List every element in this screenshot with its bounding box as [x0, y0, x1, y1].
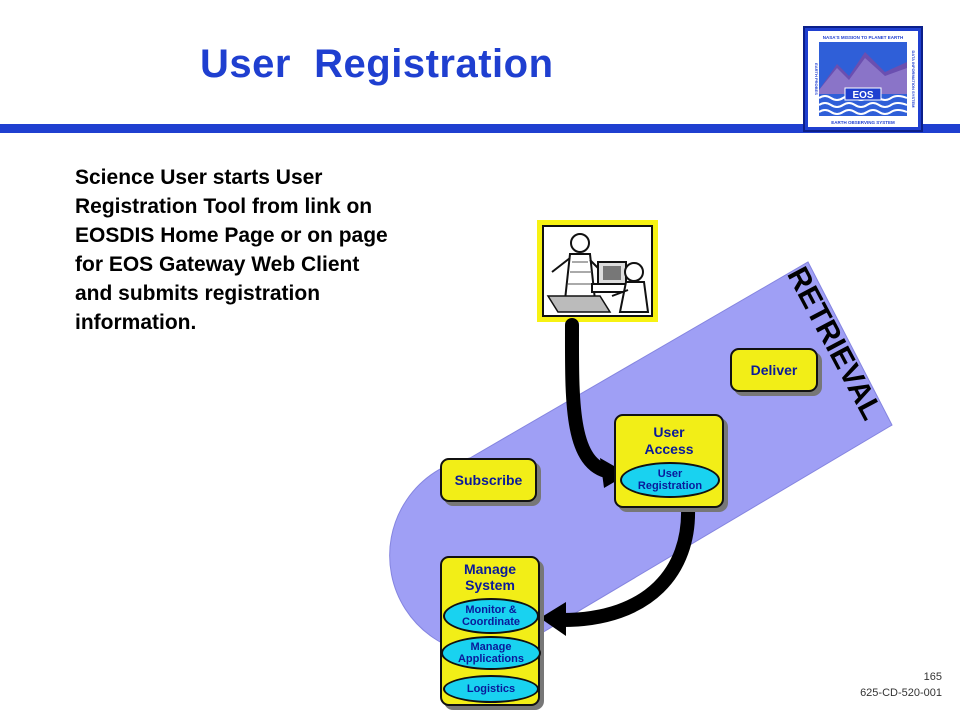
monitor-coordinate-label-2: Coordinate	[461, 616, 521, 628]
logo-left-text: EARTH PROBES	[814, 63, 819, 95]
eos-logo-graphic: EOS NASA'S MISSION TO PLANET EARTH EARTH…	[808, 31, 918, 127]
user-at-computer-illustration	[537, 220, 658, 322]
page-number: 165	[923, 671, 942, 683]
logo-right-text: DATA INFORMATION SYSTEM	[911, 51, 916, 109]
logo-top-text: NASA'S MISSION TO PLANET EARTH	[823, 35, 904, 40]
manage-applications-oval: Manage Applications	[441, 636, 541, 670]
description-line: and submits registration	[75, 282, 321, 305]
description-line: for EOS Gateway Web Client	[75, 253, 360, 276]
user-registration-label-2: Registration	[637, 480, 703, 492]
user-access-label-1: User	[653, 424, 685, 440]
description-line: EOSDIS Home Page or on page	[75, 224, 388, 247]
manage-applications-label-1: Manage	[470, 641, 512, 653]
monitor-coordinate-label-1: Monitor &	[465, 604, 517, 616]
subscribe-label: Subscribe	[454, 472, 523, 488]
page-title: User Registration	[200, 42, 554, 86]
deliver-box: Deliver	[730, 348, 818, 392]
description-line: Registration Tool from link on	[75, 195, 373, 218]
manage-system-label-2: System	[465, 577, 515, 593]
manage-applications-label-2: Applications	[457, 653, 524, 665]
subscribe-box: Subscribe	[440, 458, 537, 502]
deliver-label: Deliver	[750, 362, 798, 378]
description-line: information.	[75, 311, 197, 334]
eos-logo: EOS NASA'S MISSION TO PLANET EARTH EARTH…	[803, 26, 923, 132]
logistics-oval: Logistics	[443, 675, 539, 703]
description: Science User starts User Registration To…	[75, 163, 445, 337]
user-access-label-2: Access	[644, 441, 694, 457]
manage-system-label-1: Manage	[463, 561, 517, 577]
title-rule	[0, 124, 960, 133]
logo-bottom-text: EARTH OBSERVING SYSTEM	[831, 120, 895, 125]
logo-center-text: EOS	[852, 90, 873, 101]
user-registration-label-1: User	[657, 468, 683, 480]
monitor-coordinate-oval: Monitor & Coordinate	[443, 598, 539, 634]
description-line: Science User starts User	[75, 166, 323, 189]
document-id: 625-CD-520-001	[860, 687, 942, 699]
arrow-to-monitor-coordinate	[540, 501, 696, 636]
logistics-label: Logistics	[466, 683, 516, 695]
user-registration-oval: User Registration	[620, 462, 720, 498]
